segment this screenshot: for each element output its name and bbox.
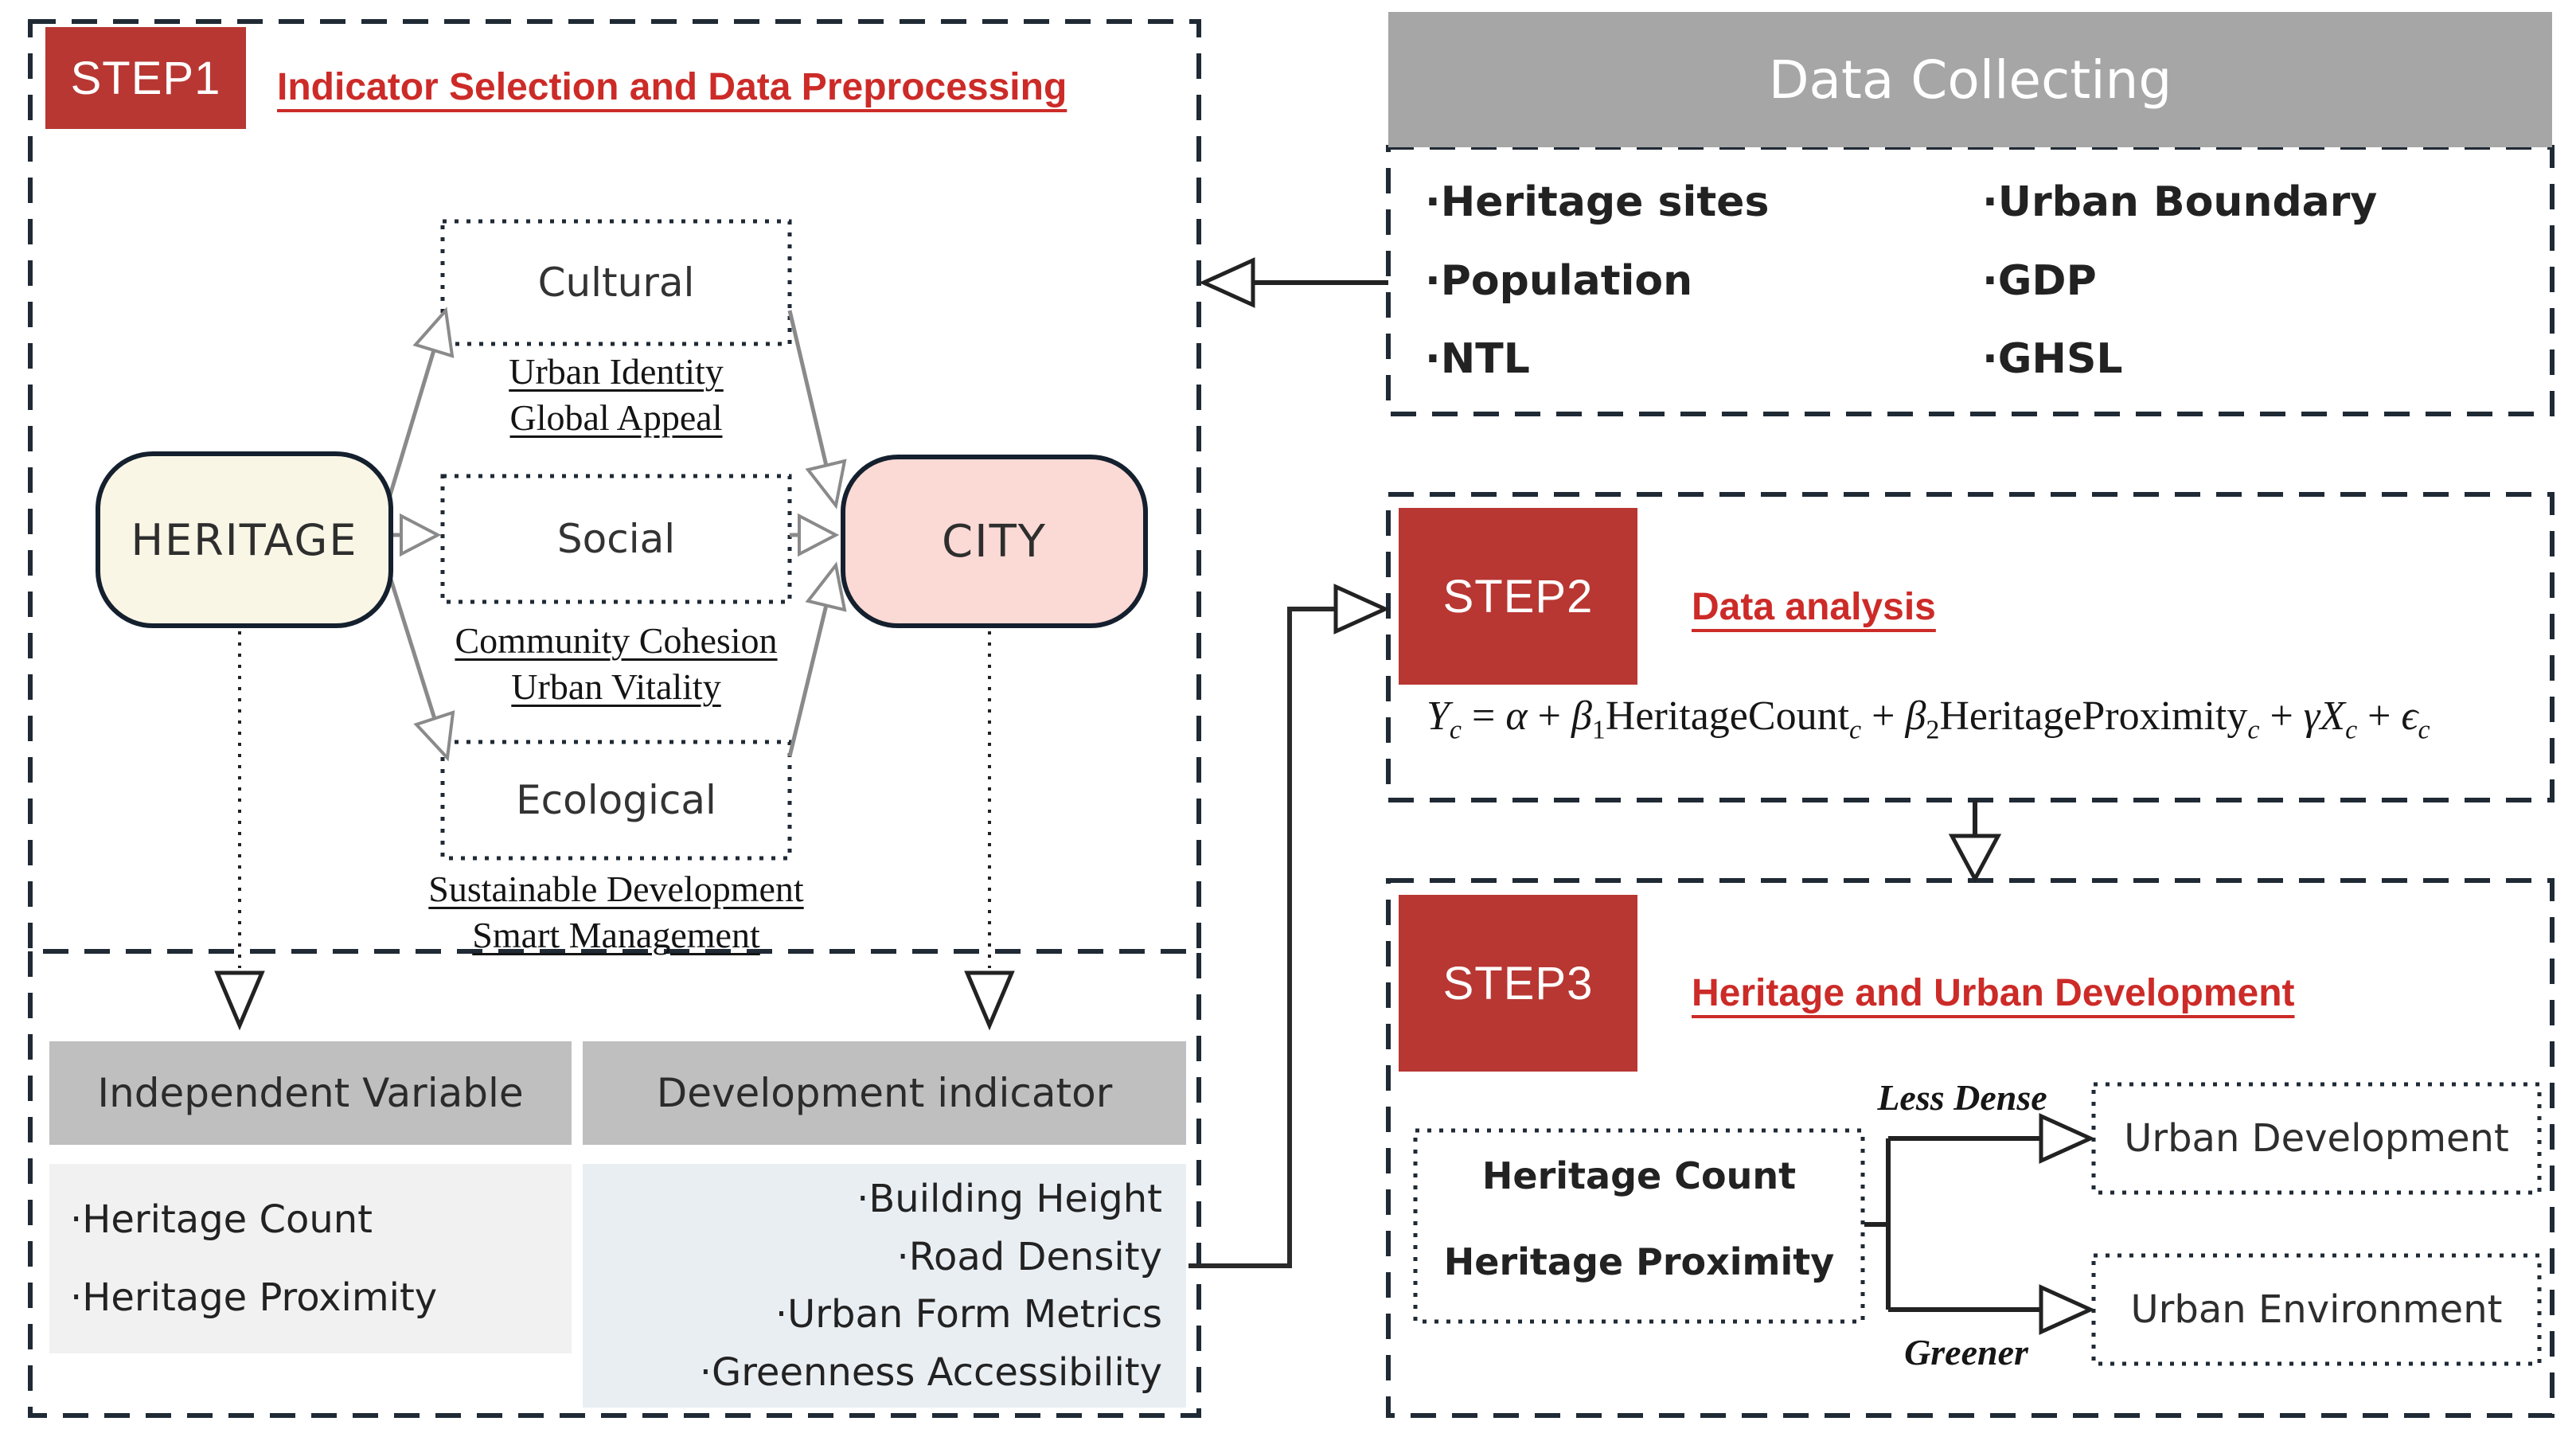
social-sublabels: Community Cohesion Urban Vitality	[334, 618, 898, 710]
greener-label: Greener	[1904, 1332, 2028, 1372]
development-indicator-header: Development indicator	[583, 1041, 1186, 1145]
step1-title: Indicator Selection and Data Preprocessi…	[277, 66, 1067, 108]
cultural-subline-1: Urban Identity	[509, 351, 724, 392]
development-item: ·Greenness Accessibility	[699, 1349, 1162, 1395]
data-collecting-column-1: ·Heritage sites ·Population ·NTL	[1425, 147, 1974, 414]
data-item: ·NTL	[1425, 335, 1530, 384]
data-item: ·GDP	[1982, 256, 2097, 305]
data-item: ·GHSL	[1982, 335, 2123, 384]
ecological-label: Ecological	[516, 777, 716, 823]
urban-environment-label: Urban Environment	[2130, 1287, 2503, 1332]
development-indicator-items: ·Building Height ·Road Density ·Urban Fo…	[583, 1164, 1186, 1408]
step1-badge: STEP1	[45, 27, 246, 129]
hollow-down-triangles	[214, 970, 1015, 1031]
data-collecting-header: Data Collecting	[1388, 12, 2552, 147]
step1-badge-label: STEP1	[70, 52, 221, 104]
development-indicator-header-label: Development indicator	[656, 1070, 1113, 1116]
ecological-subline-2: Smart Management	[472, 915, 760, 955]
data-item: ·Heritage sites	[1425, 178, 1770, 226]
less-dense-label: Less Dense	[1877, 1077, 2047, 1118]
social-subline-1: Community Cohesion	[455, 620, 778, 661]
heritage-node: HERITAGE	[96, 451, 393, 628]
ecological-sublabels: Sustainable Development Smart Management	[334, 866, 898, 959]
development-item: ·Urban Form Metrics	[775, 1292, 1162, 1337]
ecological-subline-1: Sustainable Development	[428, 869, 804, 909]
step2-title: Data analysis	[1692, 586, 1936, 628]
regression-formula: Yc = α + β1HeritageCountc + β2HeritagePr…	[1427, 693, 2430, 745]
cultural-label: Cultural	[537, 260, 695, 306]
heritage-proximity-line: Heritage Proximity	[1443, 1240, 1835, 1283]
step3-badge-label: STEP3	[1442, 957, 1594, 1009]
city-node-label: CITY	[941, 515, 1048, 568]
development-item: ·Building Height	[857, 1177, 1162, 1222]
step2-to-step3-arrow	[1948, 800, 2002, 884]
step3-title: Heritage and Urban Development	[1692, 972, 2295, 1014]
heritage-node-label: HERITAGE	[131, 514, 358, 565]
independent-variable-items: ·Heritage Count ·Heritage Proximity	[49, 1164, 572, 1353]
step3-badge: STEP3	[1399, 895, 1637, 1072]
independent-variable-header: Independent Variable	[49, 1041, 572, 1145]
cultural-subline-2: Global Appeal	[509, 397, 723, 438]
heritage-metrics-box: Heritage Count Heritage Proximity	[1415, 1130, 1863, 1322]
independent-item: ·Heritage Count	[70, 1197, 373, 1242]
step2-badge-label: STEP2	[1442, 570, 1594, 623]
urban-development-label: Urban Development	[2124, 1116, 2509, 1161]
data-item: ·Urban Boundary	[1982, 178, 2378, 226]
step3-branch-connectors	[1864, 1113, 2096, 1335]
step2-badge: STEP2	[1399, 508, 1637, 685]
social-subline-2: Urban Vitality	[511, 666, 721, 707]
independent-item: ·Heritage Proximity	[70, 1275, 438, 1320]
heritage-count-line: Heritage Count	[1481, 1154, 1797, 1197]
development-item: ·Road Density	[896, 1234, 1162, 1279]
data-item: ·Population	[1425, 256, 1693, 305]
city-node: CITY	[841, 455, 1148, 628]
data-collecting-column-2: ·Urban Boundary ·GDP ·GHSL	[1982, 147, 2531, 414]
cultural-sublabels: Urban Identity Global Appeal	[334, 349, 898, 441]
social-label: Social	[556, 516, 676, 562]
independent-variable-header-label: Independent Variable	[97, 1070, 524, 1116]
data-to-step1-arrow	[1198, 257, 1388, 308]
data-collecting-title: Data Collecting	[1768, 49, 2172, 111]
indicator-to-step2-connector	[1188, 584, 1391, 1268]
